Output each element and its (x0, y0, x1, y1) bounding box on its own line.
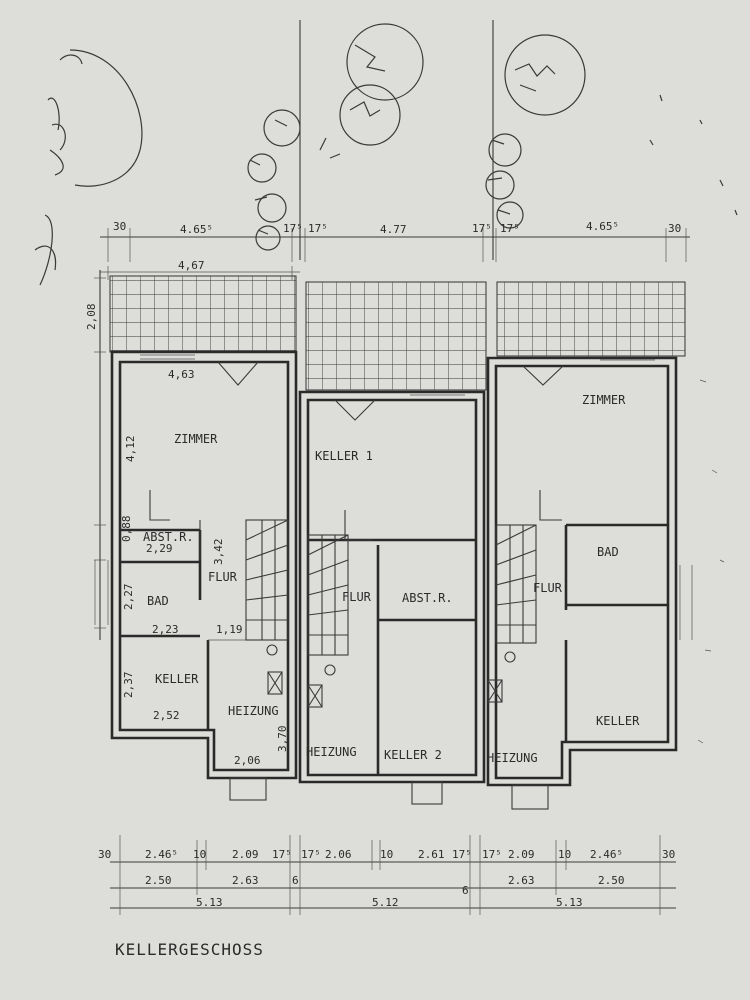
room-label-zimmer-right: ZIMMER (582, 393, 626, 407)
top-dimension-chain: 30 4.65⁵ 17⁵ 17⁵ 4.77 17⁵ 17⁵ 4.65⁵ 30 4… (100, 220, 690, 280)
left-dimension-chain: 2,08 4,12 0,88 2,27 2,37 (85, 270, 137, 698)
top-dim-175-c: 17⁵ (472, 222, 492, 235)
top-dim-30-left: 30 (113, 220, 126, 233)
room-label-abstr-left: ABST.R. (143, 530, 194, 544)
bottom-dimension-chain: 30 2.46⁵ 10 2.09 17⁵ 17⁵ 2.06 10 2.61 17… (98, 835, 676, 915)
bottom-dim-263-left: 2.63 (232, 874, 259, 887)
left-dim-208: 2,08 (85, 304, 98, 331)
dim-keller-252: 2,52 (153, 709, 180, 722)
dim-bad-223: 2,23 (152, 623, 179, 636)
bottom-dim-175-a: 17⁵ (272, 848, 292, 861)
bottom-dim-2465-left: 2.46⁵ (145, 848, 178, 861)
bottom-dim-10-c: 10 (558, 848, 571, 861)
building-walls (94, 350, 693, 787)
tree-sketch-left (34, 49, 143, 286)
top-dim-175-b: 17⁵ (308, 222, 328, 235)
bottom-dim-30-left: 30 (98, 848, 111, 861)
dim-heizung-206: 2,06 (234, 754, 261, 767)
room-label-heizung-mid: HEIZUNG (306, 745, 357, 759)
tree-sketch-right-cluster (485, 34, 738, 229)
drawing-title: KELLERGESCHOSS (115, 940, 264, 959)
room-label-bad-right: BAD (597, 545, 619, 559)
dim-flur-119: 1,19 (216, 623, 243, 636)
top-dim-465-left: 4.65⁵ (180, 223, 213, 236)
door-swings (149, 361, 564, 560)
bottom-dim-512: 5.12 (372, 896, 399, 909)
bottom-dim-250-right: 2.50 (598, 874, 625, 887)
right-unit-outline (486, 356, 678, 787)
left-dim-412: 4,12 (124, 436, 137, 463)
bottom-dim-513-right: 5.13 (556, 896, 583, 909)
left-dim-237: 2,37 (122, 672, 135, 699)
terrace-grids (109, 275, 686, 391)
top-dim-175-a: 17⁵ (283, 222, 303, 235)
terrace-grid-right (496, 281, 686, 357)
room-labels: ZIMMER ABST.R. BAD FLUR KELLER HEIZUNG K… (143, 393, 640, 765)
left-unit-outline (110, 350, 298, 780)
left-dim-227: 2,27 (122, 584, 135, 611)
dim-heizung-370: 3,70 (276, 726, 289, 753)
room-label-keller-left: KELLER (155, 672, 199, 686)
room-label-zimmer-left: ZIMMER (174, 432, 218, 446)
bottom-dim-2465-right: 2.46⁵ (590, 848, 623, 861)
bottom-dim-263-right: 2.63 (508, 874, 535, 887)
middle-unit-outline (298, 390, 486, 784)
stair-left (245, 519, 289, 641)
bottom-dim-175-c: 17⁵ (452, 848, 472, 861)
room-label-keller-right: KELLER (596, 714, 640, 728)
dim-463: 4,63 (168, 368, 195, 381)
dim-abstr-229: 2,29 (146, 542, 173, 555)
top-dim-477: 4.77 (380, 223, 407, 236)
room-label-flur-left: FLUR (208, 570, 238, 584)
stair-right (495, 524, 537, 644)
bottom-dim-175-d: 17⁵ (482, 848, 502, 861)
bottom-dim-209-left: 2.09 (232, 848, 259, 861)
property-lines (299, 20, 494, 260)
room-label-flur-mid: FLUR (342, 590, 372, 604)
room-label-heizung-right: HEIZUNG (487, 751, 538, 765)
staircases (245, 519, 537, 656)
room-label-heizung-left: HEIZUNG (228, 704, 279, 718)
bottom-dim-250-left: 2.50 (145, 874, 172, 887)
bottom-dim-209-right: 2.09 (508, 848, 535, 861)
dim-flur-342: 3,42 (212, 539, 225, 566)
bottom-dim-6-right: 6 (462, 884, 469, 897)
heating-symbols (266, 644, 516, 708)
inner-dimension-labels: 4,63 2,29 2,23 3,42 1,19 2,52 2,06 3,70 (146, 368, 289, 767)
room-label-keller1-mid: KELLER 1 (315, 449, 373, 463)
bottom-dim-261: 2.61 (418, 848, 445, 861)
bottom-dim-206: 2.06 (325, 848, 352, 861)
exterior-steps (229, 777, 549, 810)
room-label-bad-left: BAD (147, 594, 169, 608)
terrace-grid-left (109, 275, 297, 353)
bottom-dim-513-left: 5.13 (196, 896, 223, 909)
bottom-dim-175-b: 17⁵ (301, 848, 321, 861)
bottom-dim-6-left: 6 (292, 874, 299, 887)
stair-middle (307, 534, 349, 656)
terrace-grid-mid (305, 281, 487, 391)
bottom-dim-10-a: 10 (193, 848, 206, 861)
top-dim-467: 4,67 (178, 259, 205, 272)
top-dim-465-right: 4.65⁵ (586, 220, 619, 233)
room-label-keller2-mid: KELLER 2 (384, 748, 442, 762)
bottom-dim-10-b: 10 (380, 848, 393, 861)
room-label-flur-right: FLUR (533, 581, 563, 595)
top-dim-30-right: 30 (668, 222, 681, 235)
bottom-dim-30-right: 30 (662, 848, 675, 861)
pencil-marks (697, 379, 725, 744)
room-label-abstr-mid: ABST.R. (402, 591, 453, 605)
top-dim-175-d: 17⁵ (500, 222, 520, 235)
